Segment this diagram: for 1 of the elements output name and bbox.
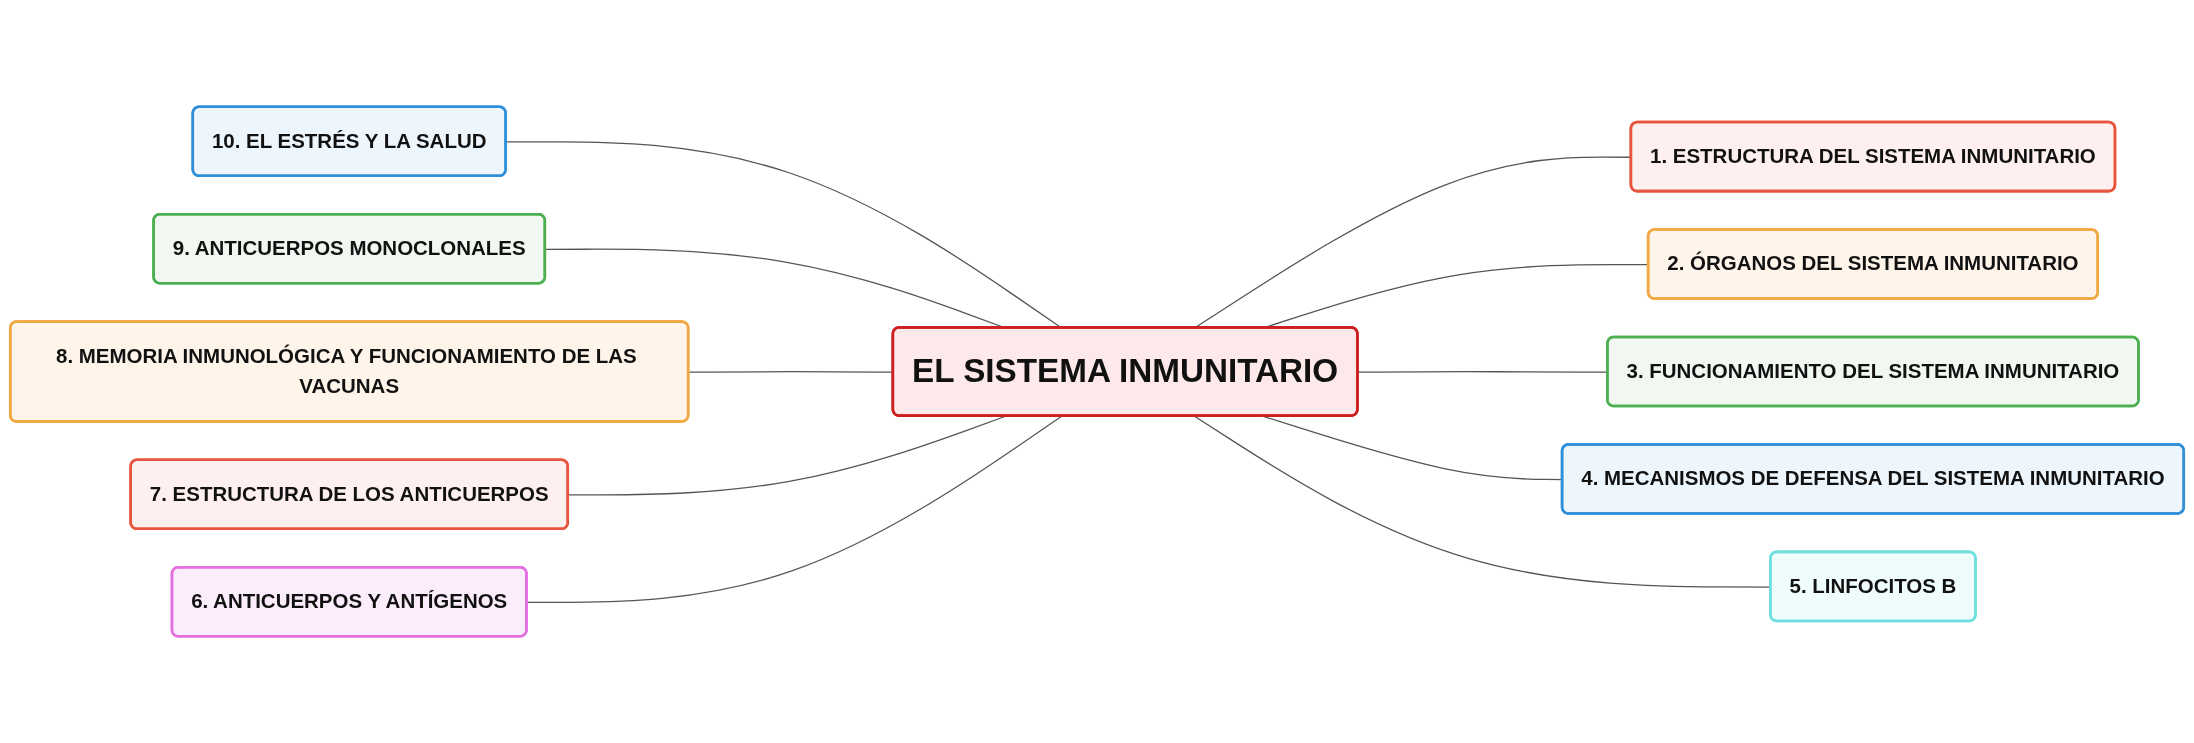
connector xyxy=(526,415,1063,603)
